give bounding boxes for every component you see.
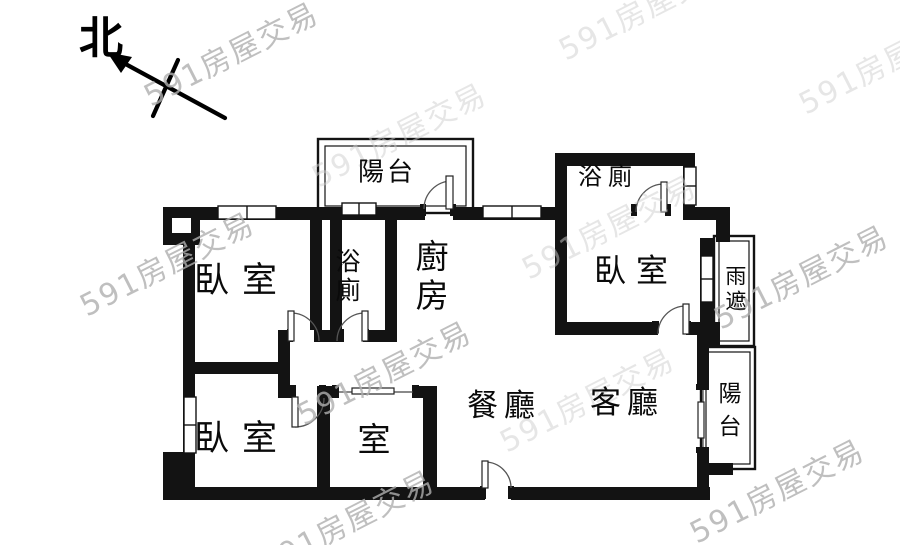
door-leaf-bedroom-bottom-left xyxy=(291,396,299,428)
window-bath-center xyxy=(341,202,377,216)
window-bath-top-right xyxy=(683,166,697,206)
room-label-bath-center: 浴廁 xyxy=(332,248,361,306)
door-arc-bedroom-top-right xyxy=(657,305,687,335)
balcony-right-inner xyxy=(705,351,751,465)
room-label-bedroom-bottom-left: 臥室 xyxy=(193,418,291,459)
door-leaf-bath-top-right xyxy=(660,181,668,213)
window-bedroom-top-right xyxy=(700,255,714,303)
door-arc-entrance xyxy=(484,461,512,489)
door-leaf-entrance xyxy=(481,460,489,489)
compass-arrow xyxy=(107,52,228,121)
door-arc-bedroom-bottom-left xyxy=(294,397,325,428)
thin-structures xyxy=(316,137,757,471)
room-label-bedroom-top-right: 臥室 xyxy=(593,251,679,290)
door-arc-bath-top-right xyxy=(635,183,665,213)
room-label-balcony-top: 陽台 xyxy=(357,157,417,188)
compass-arrowhead xyxy=(107,52,132,73)
doors xyxy=(287,175,709,499)
room-label-living: 客廳 xyxy=(590,384,664,421)
sliding-door-room-small xyxy=(339,387,413,395)
window-bedroom-top-left xyxy=(217,205,277,220)
room-label-dining: 餐廳 xyxy=(467,387,541,424)
door-leaf-bath-center xyxy=(361,310,369,342)
door-arc-bath-center xyxy=(336,312,366,342)
compass-north-label: 北 xyxy=(79,13,123,64)
door-leaf-bedroom-top-left xyxy=(287,310,295,342)
rain-cover-inner xyxy=(718,240,750,342)
room-label-room-small: 室 xyxy=(357,419,391,459)
room-label-bedroom-top-left: 臥室 xyxy=(193,260,291,301)
room-label-rain-cover: 雨遮 xyxy=(722,265,747,315)
window-kitchen-top xyxy=(482,205,542,219)
room-label-balcony-right: 陽台 xyxy=(713,381,740,447)
door-leaf-bedroom-top-right xyxy=(682,303,690,335)
room-label-kitchen: 廚房 xyxy=(410,239,450,317)
compass-shaft xyxy=(117,58,228,121)
door-arc-bedroom-top-left xyxy=(290,312,320,342)
windows xyxy=(183,166,714,454)
compass-cross xyxy=(150,57,181,119)
door-leaf-balcony-top xyxy=(445,175,454,210)
window-bedroom-bottom-left xyxy=(183,396,197,454)
room-label-bath-top-right: 浴廁 xyxy=(578,162,638,191)
balcony-top-inner xyxy=(324,145,467,207)
sliding-door-balcony-right xyxy=(697,390,705,447)
